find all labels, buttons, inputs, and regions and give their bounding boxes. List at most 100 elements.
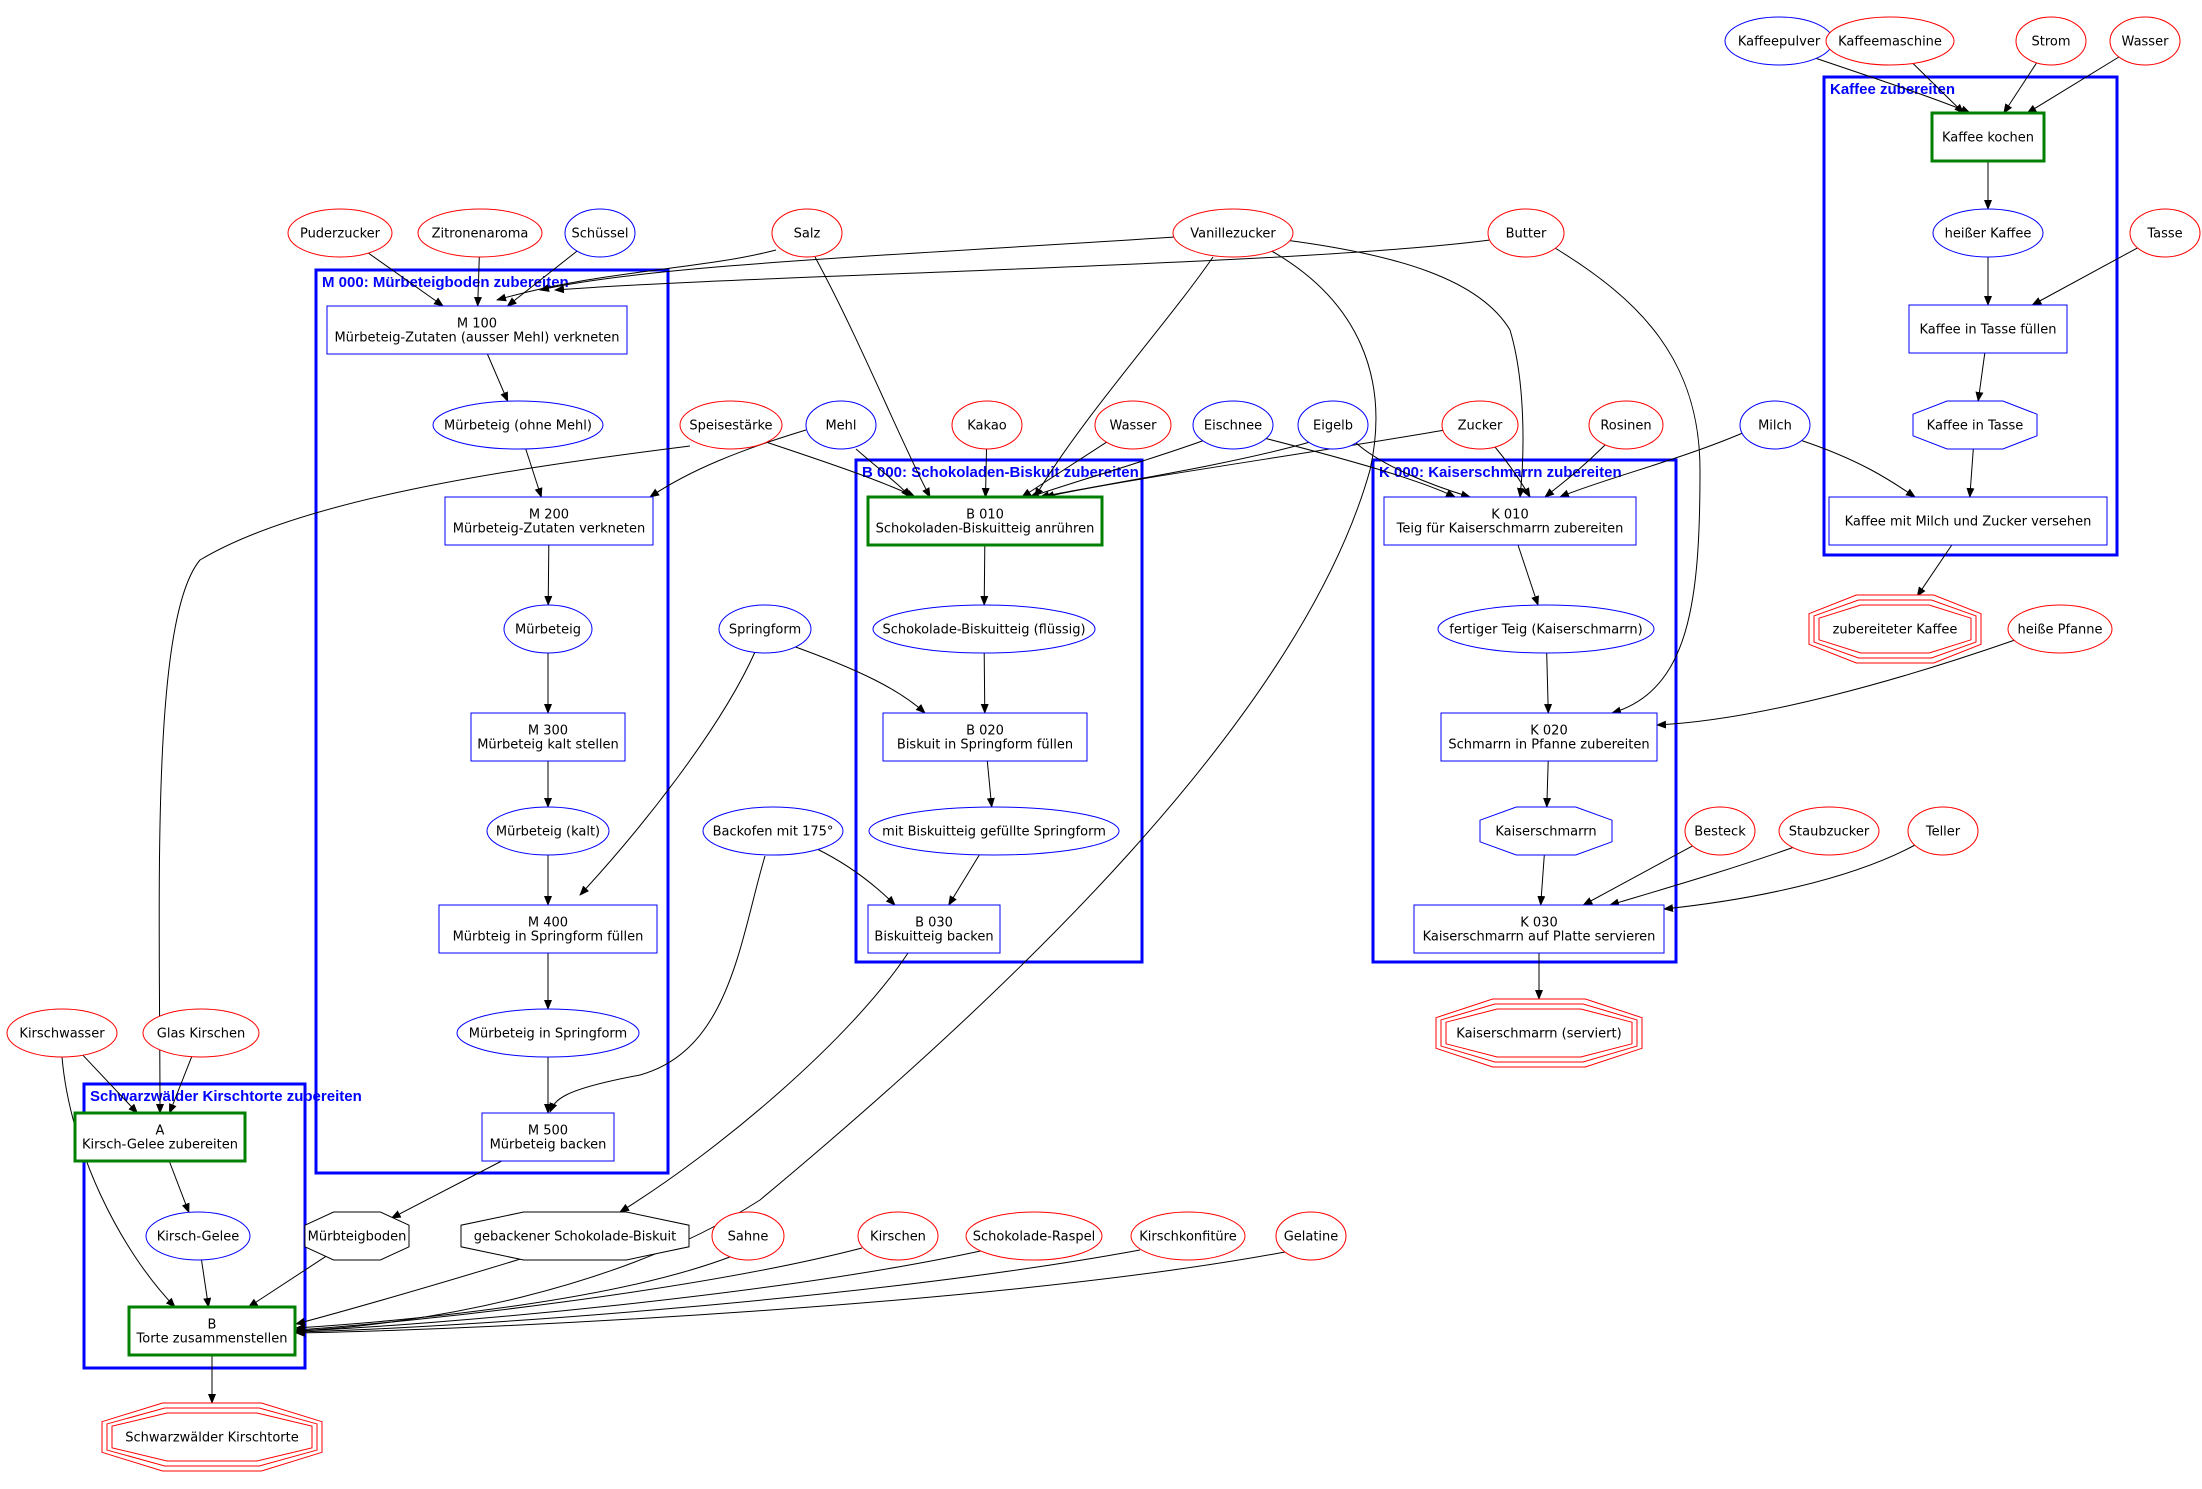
resource-ellipse	[1172, 208, 1294, 258]
node-muerbeteig: Mürbeteig	[503, 604, 593, 654]
node-label: Strom	[2031, 35, 2070, 50]
edge-eischnee-to-k010	[1259, 436, 1456, 498]
node-label: Biskuitteig backen	[874, 930, 993, 945]
edge-schuessel-to-m100	[506, 250, 578, 307]
resource-ellipse	[1907, 806, 1979, 856]
step-box	[326, 305, 628, 355]
resource-ellipse	[1130, 1211, 1246, 1261]
node-label: A	[156, 1124, 165, 1139]
edge-fertiger-teig-to-k020	[1544, 652, 1553, 714]
edge-staubzucker-to-k030	[1609, 844, 1801, 907]
node-label: Schokoladen-Biskuitteig anrühren	[876, 522, 1095, 537]
node-label: Eischnee	[1204, 419, 1262, 434]
node-label: Kaiserschmarrn auf Platte servieren	[1423, 930, 1656, 945]
step-box	[1413, 904, 1665, 954]
node-label: Eigelb	[1313, 419, 1353, 434]
node-label: Mürbeteig (ohne Mehl)	[444, 419, 592, 434]
node-label: Vanillezucker	[1190, 227, 1276, 242]
node-label: Springform	[729, 623, 801, 638]
node-label: M 500	[528, 1124, 568, 1139]
cluster-border	[1822, 75, 2119, 557]
node-label: B 030	[915, 916, 953, 931]
intermediate-ellipse	[145, 1211, 251, 1261]
edge-butter-to-k020	[1554, 247, 1701, 715]
intermediate-ellipse	[702, 806, 844, 856]
node-eigelb: Eigelb	[1297, 400, 1369, 450]
node-kakao: Kakao	[951, 400, 1023, 450]
edge-b030-to-gebackener-biskuit	[619, 952, 909, 1213]
node-schoko-fl: Schokolade-Biskuitteig (flüssig)	[872, 604, 1096, 654]
node-label: Biskuit in Springform füllen	[897, 738, 1073, 753]
node-label: Kirschkonfitüre	[1139, 1230, 1236, 1245]
node-mt-in-sf: Mürbeteig in Springform	[456, 1008, 640, 1058]
top-step-box	[73, 1111, 247, 1163]
intermediate-ellipse	[805, 400, 877, 450]
intermediate-ellipse	[718, 604, 812, 654]
resource-ellipse	[1778, 806, 1880, 856]
top-step-box	[127, 1305, 297, 1357]
node-heisser-kaffee: heißer Kaffee	[1932, 208, 2044, 258]
edge-mehl-to-b010	[855, 448, 911, 498]
edge-kaffee-milch-zucker-to-zubereiteter-kaffee	[1916, 544, 1953, 598]
edge-zitronenaroma-to-m100	[473, 256, 482, 307]
node-label: Speisestärke	[689, 419, 772, 434]
edge-vanillezucker-to-b010	[1034, 256, 1214, 498]
step-box	[1383, 496, 1637, 546]
node-vanillezucker: Vanillezucker	[1172, 208, 1294, 258]
node-label: fertiger Teig (Kaiserschmarrn)	[1449, 623, 1642, 638]
step-box	[1908, 304, 2068, 354]
edge-salz-to-m100	[496, 249, 777, 302]
step-box	[1440, 712, 1658, 762]
node-kaiserschmarrn-serviert: Kaiserschmarrn (serviert)	[1435, 998, 1643, 1068]
node-label: B 020	[966, 724, 1004, 739]
node-gelatine: Gelatine	[1275, 1211, 1347, 1261]
node-butter: Butter	[1487, 208, 1565, 258]
node-label: Glas Kirschen	[157, 1027, 245, 1042]
node-label: heiße Pfanne	[2017, 623, 2102, 638]
edge-kirsch-gelee-to-b-torte	[201, 1259, 212, 1308]
node-label: Salz	[794, 227, 821, 242]
edge-b020-to-gefuellte-sf	[986, 760, 995, 808]
node-label: Schwarzwälder Kirschtorte	[125, 1431, 298, 1446]
edge-kaffee-in-tasse-to-kaffee-milch-zucker	[1966, 448, 1975, 498]
node-besteck: Besteck	[1684, 806, 1756, 856]
resource-ellipse	[2015, 16, 2087, 66]
final-octagon-outer	[1435, 998, 1643, 1068]
node-kaiserschmarrn-oct: Kaiserschmarrn	[1479, 806, 1613, 856]
node-label: Mürbeteig in Springform	[469, 1027, 627, 1042]
edge-m200-to-muerbeteig	[544, 544, 553, 606]
node-label: Kaffee in Tasse füllen	[1919, 323, 2056, 338]
cluster-title: Kaffee zubereiten	[1830, 81, 1955, 98]
node-label: B 010	[966, 508, 1004, 523]
node-label: Kaiserschmarrn	[1495, 825, 1596, 840]
resource-ellipse	[965, 1211, 1103, 1261]
node-label: Kaffee in Tasse	[1927, 419, 2024, 434]
edge-b010-to-schoko-fl	[980, 544, 989, 606]
intermediate-ellipse	[1739, 400, 1811, 450]
node-zitronenaroma: Zitronenaroma	[417, 208, 543, 258]
cluster-title: Schwarzwälder Kirschtorte zubereiten	[90, 1088, 362, 1105]
intermediate-ellipse	[868, 806, 1120, 856]
node-label: Mürbteig in Springform füllen	[453, 930, 644, 945]
resource-ellipse	[1487, 208, 1565, 258]
resource-ellipse	[142, 1008, 260, 1058]
node-label: Schmarrn in Pfanne zubereiten	[1448, 738, 1649, 753]
node-kirschwasser: Kirschwasser	[6, 1008, 118, 1058]
resource-ellipse	[771, 208, 843, 258]
edge-butter-to-m100	[554, 239, 1491, 294]
node-label: Zucker	[1458, 419, 1503, 434]
top-step-box	[1930, 111, 2046, 163]
node-label: zubereiteter Kaffee	[1833, 623, 1958, 638]
edge-glas-kirschen-to-a	[169, 1056, 193, 1114]
resource-ellipse	[1588, 400, 1664, 450]
node-kirschen: Kirschen	[857, 1211, 939, 1261]
node-label: K 020	[1530, 724, 1567, 739]
node-label: Sahne	[728, 1230, 769, 1245]
node-label: Zitronenaroma	[432, 227, 529, 242]
edge-kakao-to-b010	[981, 448, 990, 498]
cluster-border	[314, 268, 670, 1175]
final-octagon-middle	[1440, 1003, 1638, 1063]
